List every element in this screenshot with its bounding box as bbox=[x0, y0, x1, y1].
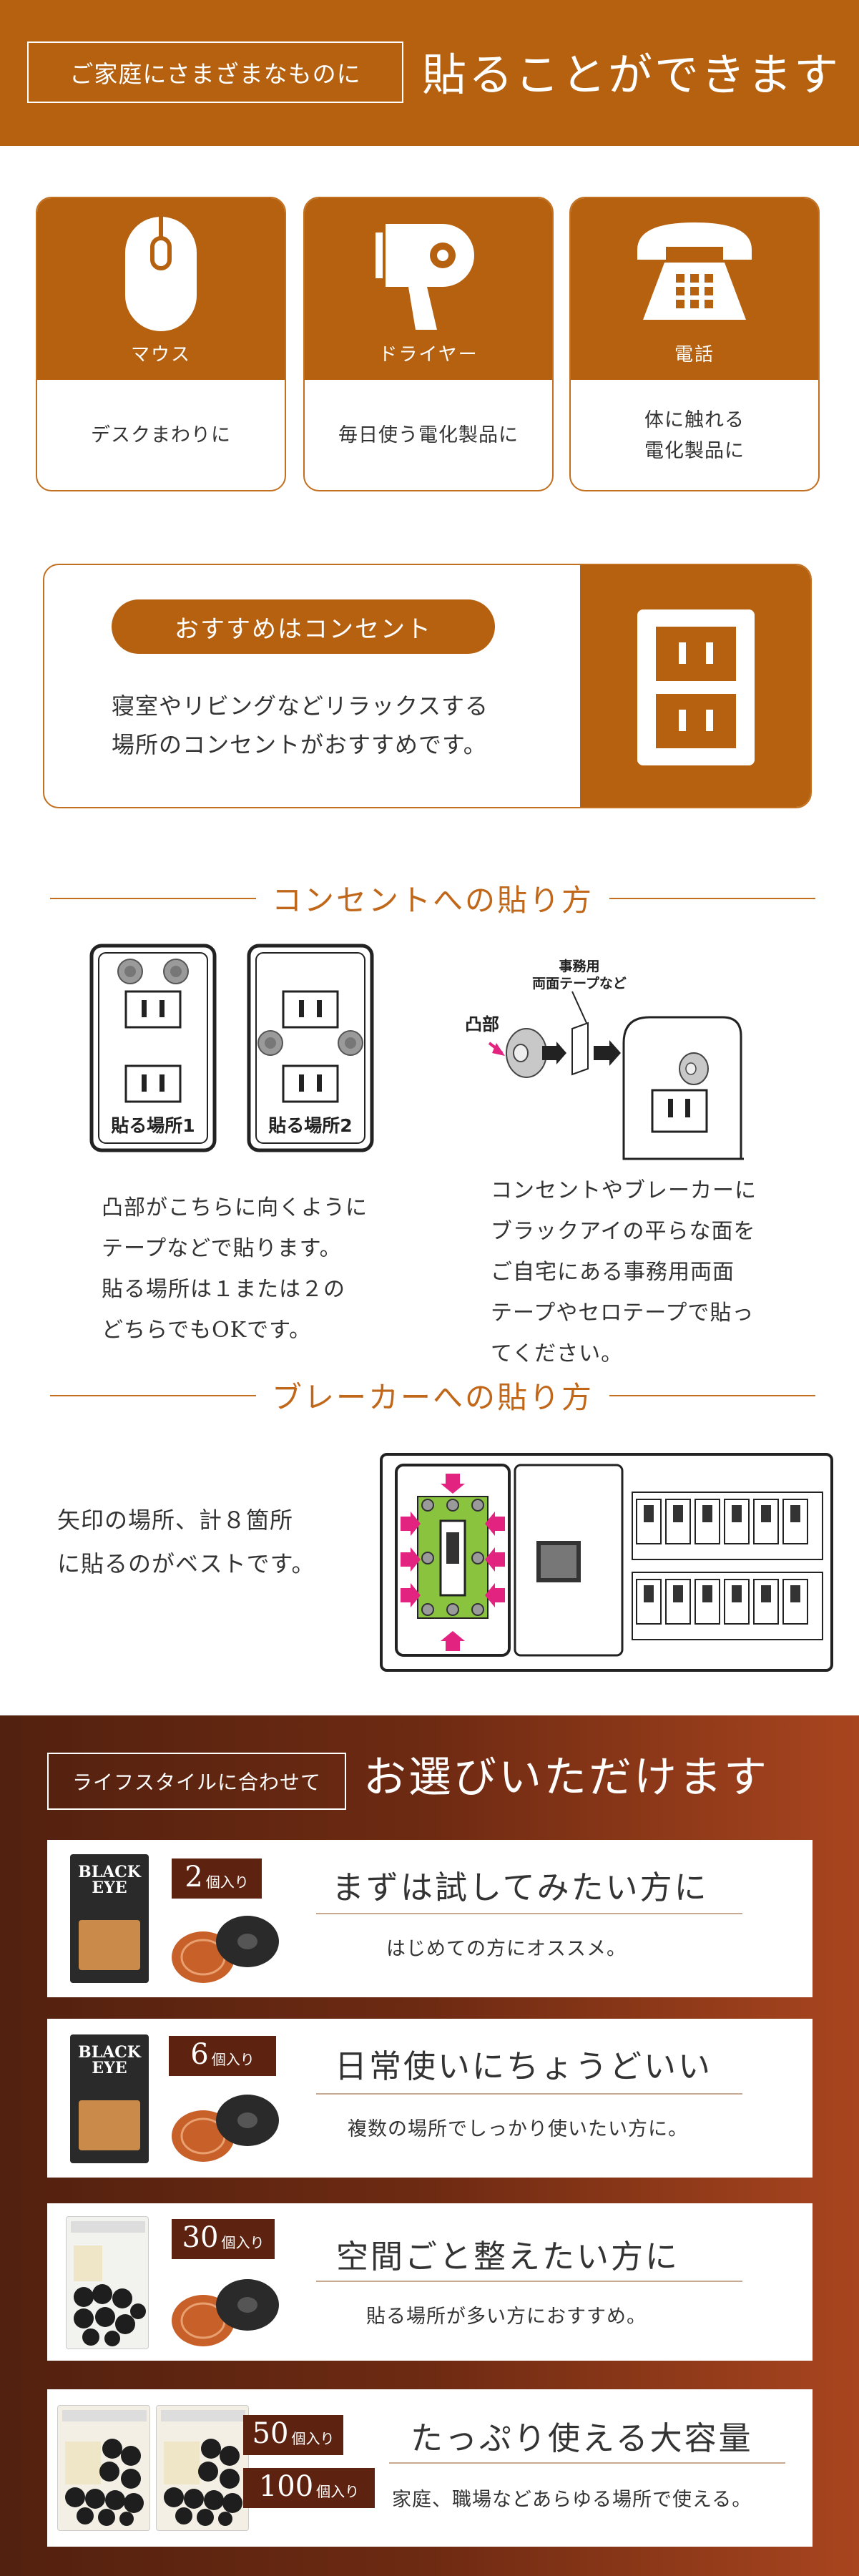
product-bag-image bbox=[57, 2405, 150, 2531]
quantity-number: 100 bbox=[258, 2470, 314, 2503]
recommend-icon-panel bbox=[580, 565, 810, 807]
outlet-plate-place2: 貼る場所2 bbox=[246, 943, 375, 1153]
outlet-section-heading: コンセントへの貼り方 bbox=[50, 876, 816, 920]
option-card-bulk[interactable]: 50 個入り 100 個入り たっぷり使える大容量 家庭、職場などあらゆる場所で… bbox=[47, 2389, 813, 2547]
recommend-pill: おすすめはコンセント bbox=[112, 599, 495, 654]
lineup-title: お選びいただけます bbox=[363, 1753, 769, 1803]
quantity-number: 2 bbox=[185, 1861, 203, 1894]
product-disc-image bbox=[172, 2095, 279, 2162]
outlet-right-text: コンセントやブレーカーに ブラックアイの平らな面を ご自宅にある事務用両面 テー… bbox=[491, 1178, 757, 1366]
header-subtitle: ご家庭にさまざまなものに bbox=[27, 41, 403, 103]
telephone-icon bbox=[571, 212, 818, 334]
heading-rule bbox=[50, 897, 256, 899]
mounting-diagram: 事務用 両面テープなど 凸部 bbox=[458, 951, 744, 1166]
option-title: 日常使いにちょうどいい bbox=[335, 2047, 713, 2085]
option-rule bbox=[316, 2093, 742, 2095]
device-desc: デスクまわりに bbox=[91, 424, 231, 447]
place2-label: 貼る場所2 bbox=[268, 1115, 353, 1136]
option-card-30pcs[interactable]: 30 個入り 空間ごと整えたい方に 貼る場所が多い方におすすめ。 bbox=[47, 2203, 813, 2361]
option-desc: 複数の場所でしっかり使いたい方に。 bbox=[348, 2118, 688, 2140]
quantity-badge: 2 個入り bbox=[172, 1858, 262, 1899]
device-name: 電話 bbox=[674, 344, 715, 366]
option-card-6pcs[interactable]: BLACK EYE 6 個入り 日常使いにちょうどいい 複数の場所でしっかり使い… bbox=[47, 2019, 813, 2178]
device-desc: 毎日使う電化製品に bbox=[338, 424, 519, 447]
product-bag-image bbox=[156, 2405, 249, 2531]
heading-text: ブレーカーへの貼り方 bbox=[272, 1380, 594, 1415]
header-title: 貼ることができます bbox=[422, 49, 841, 101]
bag-label-strip bbox=[161, 2410, 245, 2421]
option-title: たっぷり使える大容量 bbox=[411, 2419, 753, 2457]
quantity-badge-large: 100 個入り bbox=[243, 2468, 375, 2508]
product-window bbox=[79, 2100, 140, 2150]
heading-rule bbox=[50, 1394, 256, 1396]
product-logo-text: BLACK EYE bbox=[78, 1863, 141, 1897]
breaker-diagram bbox=[379, 1452, 834, 1673]
quantity-number: 6 bbox=[190, 2038, 209, 2071]
recommend-text: 寝室やリビングなどリラックスする 場所のコンセントがおすすめです。 bbox=[112, 692, 489, 759]
quantity-unit: 個入り bbox=[221, 2234, 265, 2251]
quantity-number: 50 bbox=[252, 2417, 289, 2450]
product-disc-image bbox=[172, 1916, 279, 1983]
device-card-mouse: マウス デスクまわりに bbox=[36, 197, 286, 491]
heading-text: コンセントへの貼り方 bbox=[272, 883, 594, 918]
product-logo-text: BLACK EYE bbox=[78, 2043, 141, 2077]
option-title: 空間ごと整えたい方に bbox=[336, 2238, 680, 2276]
bag-label-strip bbox=[62, 2410, 147, 2421]
option-desc: 家庭、職場などあらゆる場所で使える。 bbox=[392, 2489, 752, 2511]
quantity-unit: 個入り bbox=[316, 2483, 360, 2500]
outlet-plate-place1: 貼る場所1 bbox=[89, 943, 217, 1153]
product-bag-image bbox=[66, 2216, 149, 2349]
bag-discs-image bbox=[65, 2439, 144, 2526]
mouse-icon bbox=[37, 212, 285, 334]
quantity-badge: 50 個入り bbox=[243, 2415, 343, 2455]
tape-label: 事務用 両面テープなど bbox=[532, 959, 627, 991]
hair-dryer-icon bbox=[305, 212, 552, 334]
device-card-phone: 電話 体に触れる 電化製品に bbox=[569, 197, 820, 491]
quantity-number: 30 bbox=[182, 2221, 219, 2254]
device-card-dryer: ドライヤー 毎日使う電化製品に bbox=[303, 197, 554, 491]
bag-tape-sheet bbox=[74, 2246, 102, 2281]
product-package-image: BLACK EYE bbox=[70, 2034, 149, 2163]
device-name: ドライヤー bbox=[378, 344, 478, 366]
quantity-unit: 個入り bbox=[291, 2430, 335, 2447]
breaker-text: 矢印の場所、計８箇所 に貼るのがベストです。 bbox=[57, 1507, 315, 1577]
outlet-left-text: 凸部がこちらに向くように テープなどで貼ります。 貼る場所は１または２の どちら… bbox=[102, 1195, 368, 1343]
recommend-box: おすすめはコンセント 寝室やリビングなどリラックスする 場所のコンセントがおすす… bbox=[43, 564, 812, 808]
header-band bbox=[0, 0, 859, 146]
bag-discs-image bbox=[74, 2284, 146, 2346]
device-name: マウス bbox=[130, 344, 191, 366]
option-rule bbox=[316, 1913, 742, 1914]
bag-label-strip bbox=[71, 2221, 145, 2233]
option-title: まずは試してみたい方に bbox=[332, 1869, 709, 1906]
bag-discs-image bbox=[164, 2439, 242, 2526]
option-rule bbox=[389, 2462, 785, 2464]
option-card-2pcs[interactable]: BLACK EYE 2 個入り まずは試してみたい方に はじめての方にオススメ。 bbox=[47, 1840, 813, 1997]
option-desc: はじめての方にオススメ。 bbox=[386, 1938, 627, 1960]
product-window bbox=[79, 1920, 140, 1970]
place1-label: 貼る場所1 bbox=[111, 1115, 195, 1136]
heading-rule bbox=[609, 897, 816, 899]
heading-rule bbox=[609, 1394, 816, 1396]
option-rule bbox=[316, 2281, 742, 2282]
quantity-unit: 個入り bbox=[205, 1874, 249, 1891]
power-outlet-icon bbox=[637, 609, 755, 765]
quantity-unit: 個入り bbox=[211, 2051, 255, 2068]
quantity-badge: 6 個入り bbox=[169, 2036, 276, 2076]
product-disc-image bbox=[172, 2279, 279, 2346]
lineup-tag: ライフスタイルに合わせて bbox=[47, 1753, 346, 1810]
device-desc: 体に触れる 電化製品に bbox=[644, 408, 745, 462]
boss-label: 凸部 bbox=[465, 1014, 499, 1034]
quantity-badge: 30 個入り bbox=[172, 2219, 275, 2259]
product-package-image: BLACK EYE bbox=[70, 1854, 149, 1983]
breaker-section-heading: ブレーカーへの貼り方 bbox=[50, 1373, 816, 1417]
option-desc: 貼る場所が多い方におすすめ。 bbox=[366, 2306, 647, 2328]
